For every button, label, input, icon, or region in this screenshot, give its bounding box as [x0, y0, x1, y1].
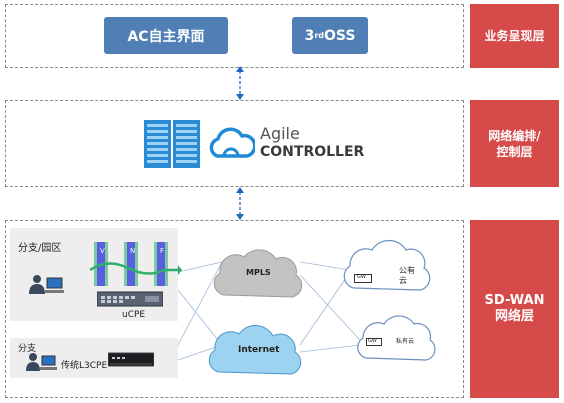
controller-layer-box — [5, 100, 464, 187]
orchestration-label-line2: 控制层 — [496, 144, 533, 159]
internet-label: Internet — [238, 345, 280, 355]
branch-title: 分支 — [18, 344, 37, 354]
controller-name-line1: Agile — [260, 124, 300, 143]
vnf-function-group — [89, 242, 182, 286]
branch-user-pc-icon — [26, 353, 57, 371]
public-cloud-gw-box — [354, 274, 372, 283]
sdwan-label-line1: SD-WAN — [484, 293, 545, 308]
oss-prefix: 3 — [304, 27, 315, 44]
ucpe-label: uCPE — [122, 310, 146, 320]
layer-label-sdwan: SD-WAN 网络层 — [470, 220, 559, 398]
l3cpe-device-icon — [108, 352, 154, 367]
layer-label-presentation: 业务呈现层 — [470, 4, 559, 68]
vnf-letter-3: F — [160, 247, 165, 255]
internet-cloud-icon — [208, 324, 302, 375]
sdwan-layer-box — [5, 220, 464, 398]
ucpe-device-icon — [97, 291, 163, 307]
l3cpe-label: 传统L3CPE — [61, 361, 108, 371]
server-rack-icon — [144, 120, 200, 168]
private-cloud-gw-label: GW — [368, 338, 377, 344]
ac-interface-button[interactable]: AC自主界面 — [104, 17, 228, 54]
orchestration-label-line1: 网络编排/ — [488, 128, 541, 143]
branch-campus-title: 分支/园区 — [18, 243, 62, 254]
presentation-layer-box — [5, 4, 464, 68]
public-cloud-icon — [343, 240, 431, 291]
layer-label-orchestration: 网络编排/ 控制层 — [470, 100, 559, 187]
vnf-letter-1: V — [100, 247, 105, 255]
vnf-letter-2: N — [130, 247, 136, 255]
controller-product-name: Agile CONTROLLER — [260, 125, 364, 161]
controller-name-line2: CONTROLLER — [260, 144, 365, 160]
agile-cloud-logo-icon — [209, 127, 255, 158]
private-cloud-label: 私有云 — [396, 338, 415, 345]
private-cloud-icon — [357, 315, 436, 361]
sdwan-label-line2: 网络层 — [494, 309, 534, 324]
public-cloud-gw-label: GW — [357, 274, 366, 280]
arrow-connector-top — [236, 66, 244, 100]
oss-superscript: rd — [314, 31, 324, 40]
public-cloud-label: 公有云 — [399, 266, 415, 285]
oss-suffix: OSS — [323, 27, 356, 44]
user-pc-icon — [29, 275, 64, 294]
arrow-connector-bottom — [236, 187, 244, 220]
private-cloud-gw-box — [366, 338, 382, 346]
mpls-cloud-icon — [213, 249, 303, 298]
mpls-label: MPLS — [246, 268, 271, 277]
